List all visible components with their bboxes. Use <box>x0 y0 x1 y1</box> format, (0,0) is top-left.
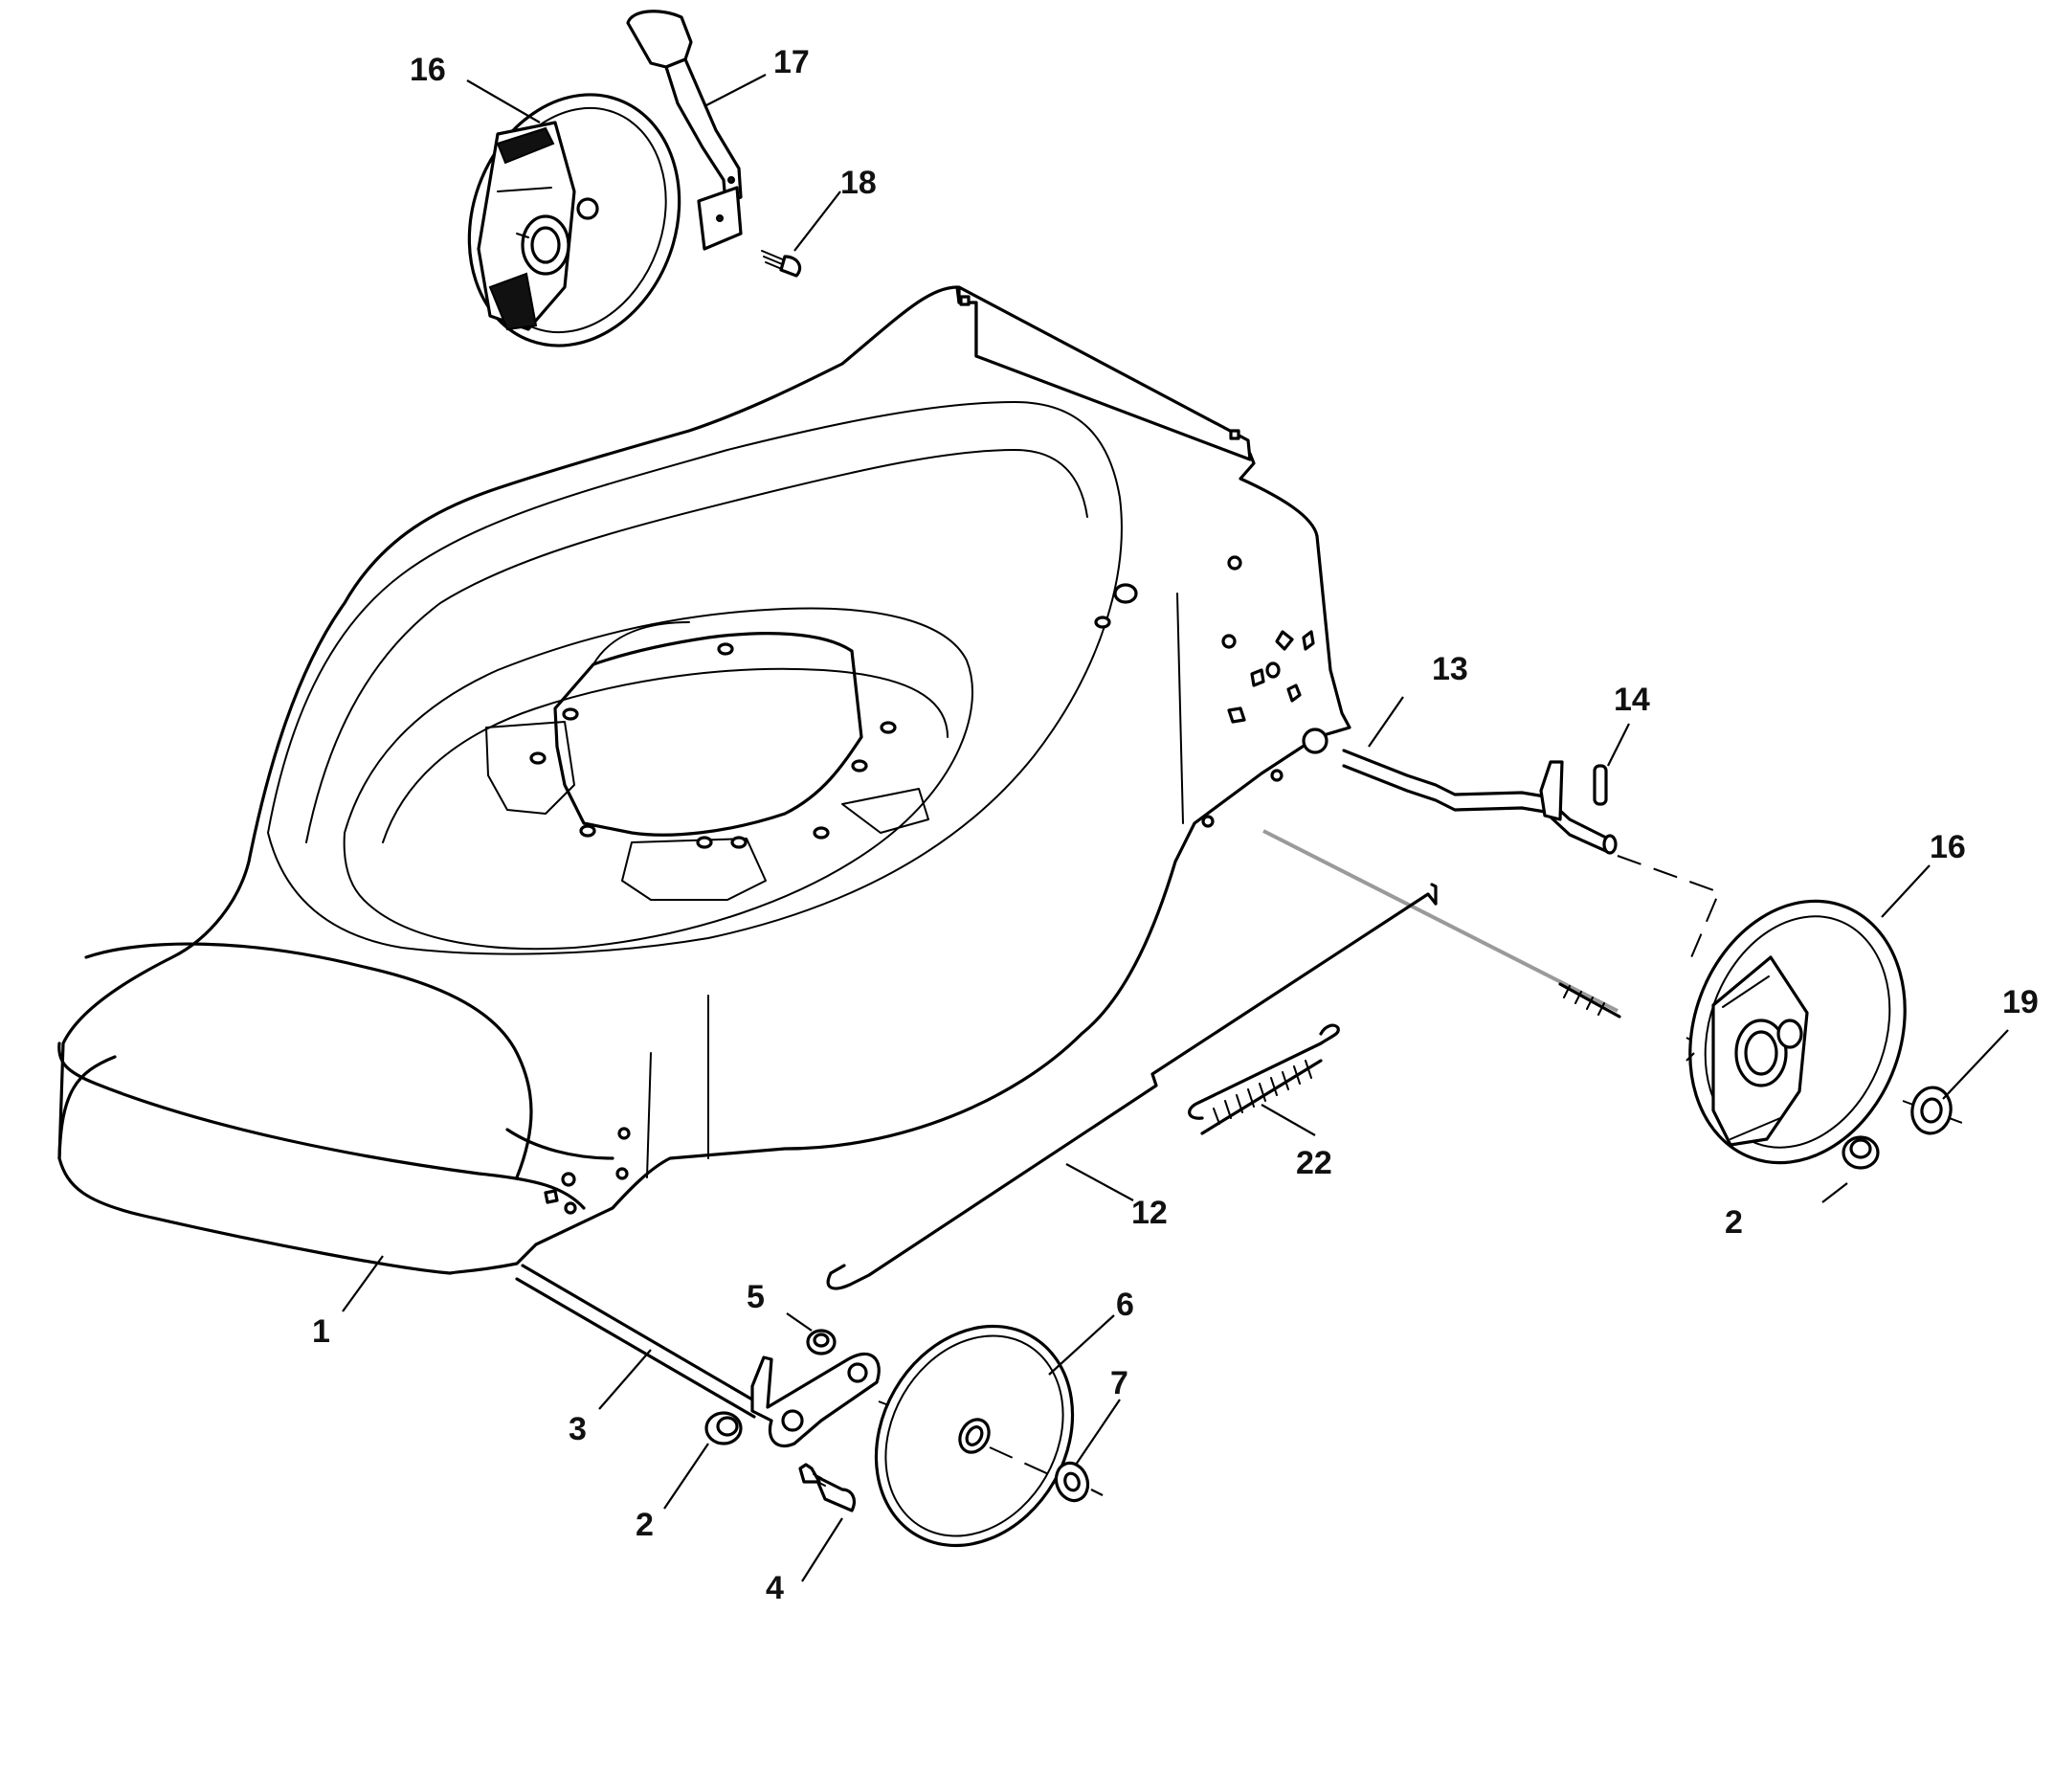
callout-19: 19 <box>2002 984 2039 1020</box>
callout-2-rear: 2 <box>1725 1204 1743 1241</box>
washer-part-19 <box>1910 1086 1953 1135</box>
callout-2-front: 2 <box>636 1507 654 1543</box>
callout-6: 6 <box>1116 1287 1134 1323</box>
callout-5: 5 <box>747 1279 765 1315</box>
bolt-part-4 <box>798 1463 856 1512</box>
nut-part-2-front <box>704 1411 743 1445</box>
callout-3: 3 <box>569 1411 587 1447</box>
callout-17: 17 <box>773 44 810 80</box>
callouts: 16 17 18 13 14 16 19 2 22 12 1 3 5 6 7 2… <box>312 44 2039 1606</box>
rear-axle-rod <box>1262 829 1621 1019</box>
nut-part-5 <box>806 1329 837 1355</box>
front-bracket <box>750 1353 881 1448</box>
front-axle <box>515 1264 756 1419</box>
height-lever-part-17 <box>626 10 743 251</box>
leader-lines <box>342 74 2009 1582</box>
rear-wheel-top <box>467 93 681 347</box>
callout-22: 22 <box>1296 1145 1332 1181</box>
spring <box>1188 1023 1340 1135</box>
callout-16-top: 16 <box>410 52 446 88</box>
dash-guide-rear <box>1617 855 1721 970</box>
pin-part-14 <box>1593 764 1608 806</box>
callout-12: 12 <box>1131 1195 1168 1231</box>
callout-14: 14 <box>1614 682 1650 718</box>
callout-1: 1 <box>312 1313 330 1350</box>
washer-part-7 <box>1054 1461 1104 1503</box>
callout-4: 4 <box>766 1570 784 1606</box>
callout-18: 18 <box>840 165 877 201</box>
nut-part-2-rear <box>1842 1135 1880 1170</box>
callout-7: 7 <box>1110 1365 1128 1401</box>
rear-wheel-right <box>1686 899 1971 1165</box>
front-wheel <box>874 1324 1075 1548</box>
link-rod <box>826 883 1438 1290</box>
mower-deck <box>57 285 1351 1275</box>
screw-part-18 <box>761 250 802 278</box>
rear-lever-bar <box>1342 749 1618 855</box>
callout-16-right: 16 <box>1930 829 1966 865</box>
callout-13: 13 <box>1432 651 1468 687</box>
